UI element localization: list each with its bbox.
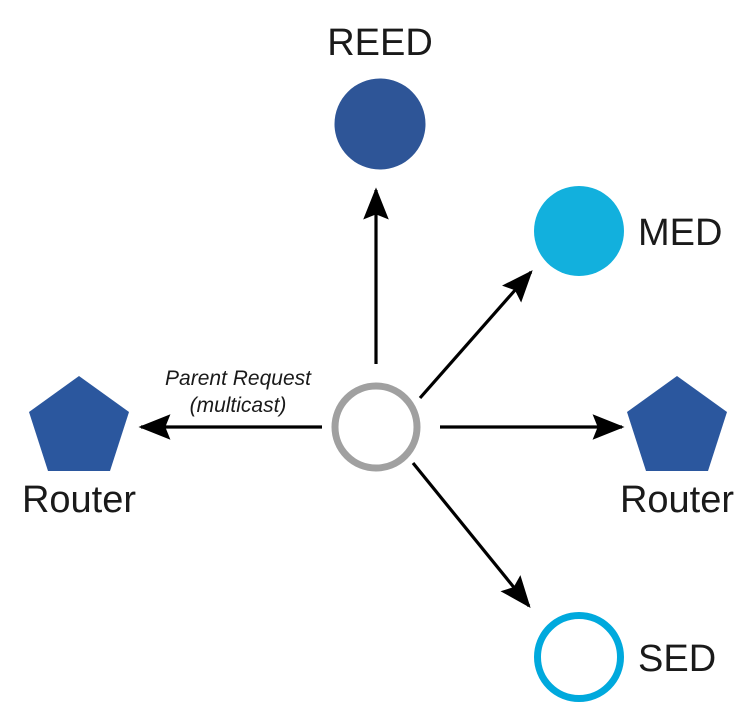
edge-label-line-2: (multicast) (190, 394, 287, 417)
router-right-pentagon[interactable] (627, 376, 727, 471)
reed-circle[interactable] (334, 78, 426, 170)
edge-label-parent-request: Parent Request (multicast) (165, 367, 312, 417)
sed-label: SED (638, 638, 716, 680)
arrow-to-med (418, 270, 533, 400)
arrow-to-sed (411, 461, 531, 608)
node-reed[interactable]: REED (327, 22, 433, 170)
joining-device-circle[interactable] (331, 382, 421, 472)
router-right-label: Router (620, 479, 734, 521)
node-med[interactable]: MED (534, 186, 722, 276)
node-sed[interactable]: SED (534, 612, 717, 702)
link-arrows (138, 187, 625, 608)
node-router-left[interactable]: Router (22, 376, 136, 521)
reed-label: REED (327, 22, 433, 64)
router-left-pentagon[interactable] (29, 376, 129, 471)
sed-circle[interactable] (534, 612, 624, 702)
node-router-right[interactable]: Router (620, 376, 734, 521)
med-label: MED (638, 212, 722, 254)
med-circle[interactable] (534, 186, 624, 276)
node-joining-device[interactable] (331, 382, 421, 472)
edge-label-line-1: Parent Request (165, 367, 312, 390)
router-left-label: Router (22, 479, 136, 521)
